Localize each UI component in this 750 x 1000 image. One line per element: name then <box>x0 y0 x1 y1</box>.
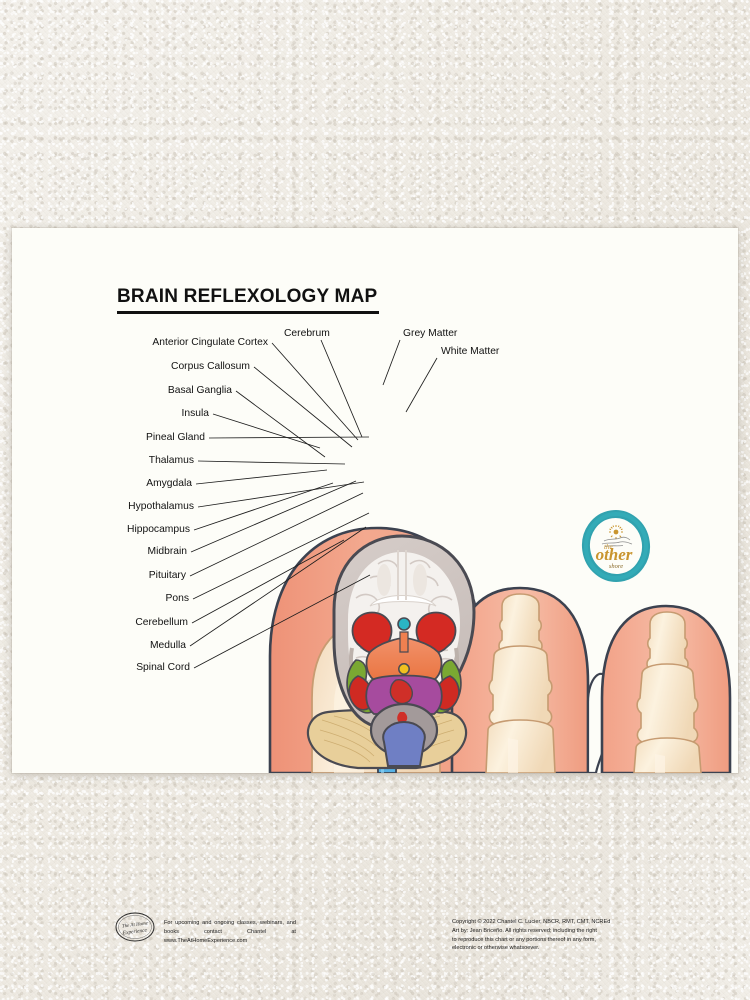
pituitary-gland <box>398 663 410 675</box>
leader-line-left-5 <box>197 460 346 465</box>
leader-line-left-14 <box>193 574 371 669</box>
label-spinal-cord: Spinal Cord <box>136 661 190 673</box>
cerebrum <box>332 534 476 767</box>
title-text: BRAIN REFLEXOLOGY MAP <box>117 286 378 307</box>
label-pineal-gland: Pineal Gland <box>146 431 205 443</box>
logo-other-text: other <box>596 545 633 564</box>
page-title: BRAIN REFLEXOLOGY MAP <box>117 286 379 314</box>
third-toe-bones <box>633 611 702 773</box>
leader-line-left-11 <box>192 512 370 600</box>
label-white-matter: White Matter <box>441 345 500 357</box>
pons-marker <box>397 712 408 724</box>
leader-line-left-2 <box>235 390 326 458</box>
ahe-ring-inner <box>118 915 152 939</box>
thalamic-stalk <box>399 631 409 653</box>
leader-line-top-1 <box>382 339 401 386</box>
thalamus <box>365 631 443 683</box>
second-toe-bones <box>485 593 556 773</box>
logo-the-text: the <box>604 543 613 551</box>
leader-line-left-7 <box>197 481 365 508</box>
label-anterior-cingulate-cortex: Anterior Cingulate Cortex <box>152 336 268 348</box>
label-basal-ganglia: Basal Ganglia <box>167 384 232 396</box>
label-pituitary: Pituitary <box>148 569 186 581</box>
label-corpus-callosum: Corpus Callosum <box>171 360 250 372</box>
label-insula: Insula <box>181 407 209 419</box>
copyright-line-4: electronic or otherwise whatsoever. <box>452 945 540 952</box>
label-hippocampus: Hippocampus <box>127 523 190 535</box>
logo-shore-text: shore <box>609 563 623 570</box>
sun-icon <box>609 525 623 539</box>
at-home-experience-logo: The At Home Experience <box>115 912 155 942</box>
leader-line-top-0 <box>320 339 363 438</box>
brain-reflexology-illustration <box>189 339 732 773</box>
label-medulla: Medulla <box>149 639 186 651</box>
label-pons: Pons <box>165 592 189 604</box>
leader-line-left-0 <box>271 342 359 441</box>
leader-line-left-12 <box>191 539 345 624</box>
leader-lines <box>189 339 438 669</box>
ahe-line1: The At Home <box>122 921 149 929</box>
poster-card: BRAIN REFLEXOLOGY MAP Anterior Cingulate… <box>12 228 738 951</box>
landscape-lines <box>601 536 633 547</box>
lateral-ventricle-left <box>377 564 391 596</box>
leader-line-top-2 <box>405 357 438 413</box>
pineal-gland <box>397 617 411 631</box>
copyright-line-3: to reproduce this chart or any portions … <box>452 936 596 943</box>
corpus-callosum <box>369 595 437 607</box>
footer-contact-text: For upcoming and ongoing classes, webina… <box>164 920 296 944</box>
leader-line-left-10 <box>189 492 364 577</box>
footer-copyright: Copyright © 2022 Chantel C. Lucier, NBCR… <box>452 918 670 953</box>
footer-contact: For upcoming and ongoing classes, webina… <box>164 919 296 945</box>
ahe-ring <box>115 912 155 942</box>
leader-line-left-9 <box>190 480 357 553</box>
leader-line-left-13 <box>189 526 367 647</box>
label-midbrain: Midbrain <box>147 545 188 557</box>
midline-fissure <box>397 550 407 600</box>
leader-line-left-3 <box>212 413 321 449</box>
medulla <box>382 720 426 767</box>
leader-line-left-4 <box>208 436 370 439</box>
leader-line-left-1 <box>253 366 353 448</box>
copyright-line-1: Copyright © 2022 Chantel C. Lucier, NBCR… <box>452 919 611 925</box>
label-hypothalamus: Hypothalamus <box>128 500 194 512</box>
label-amygdala: Amygdala <box>146 477 192 489</box>
lateral-ventricle-right <box>413 564 427 596</box>
label-cerebellum: Cerebellum <box>135 616 188 628</box>
label-thalamus: Thalamus <box>148 454 194 466</box>
logo-ring-accent <box>583 512 649 580</box>
basal-ganglia <box>348 611 460 711</box>
title-underline <box>117 311 379 314</box>
copyright-line-2: Art by: Jean Briceño. All rights reserve… <box>452 927 597 934</box>
label-cerebrum: Cerebrum <box>284 327 330 339</box>
leader-line-left-6 <box>195 469 328 485</box>
leader-line-left-8 <box>193 482 334 531</box>
label-grey-matter: Grey Matter <box>403 327 458 339</box>
the-other-shore-logo: the other shore <box>581 510 651 582</box>
ahe-line2: Experience <box>121 927 147 936</box>
